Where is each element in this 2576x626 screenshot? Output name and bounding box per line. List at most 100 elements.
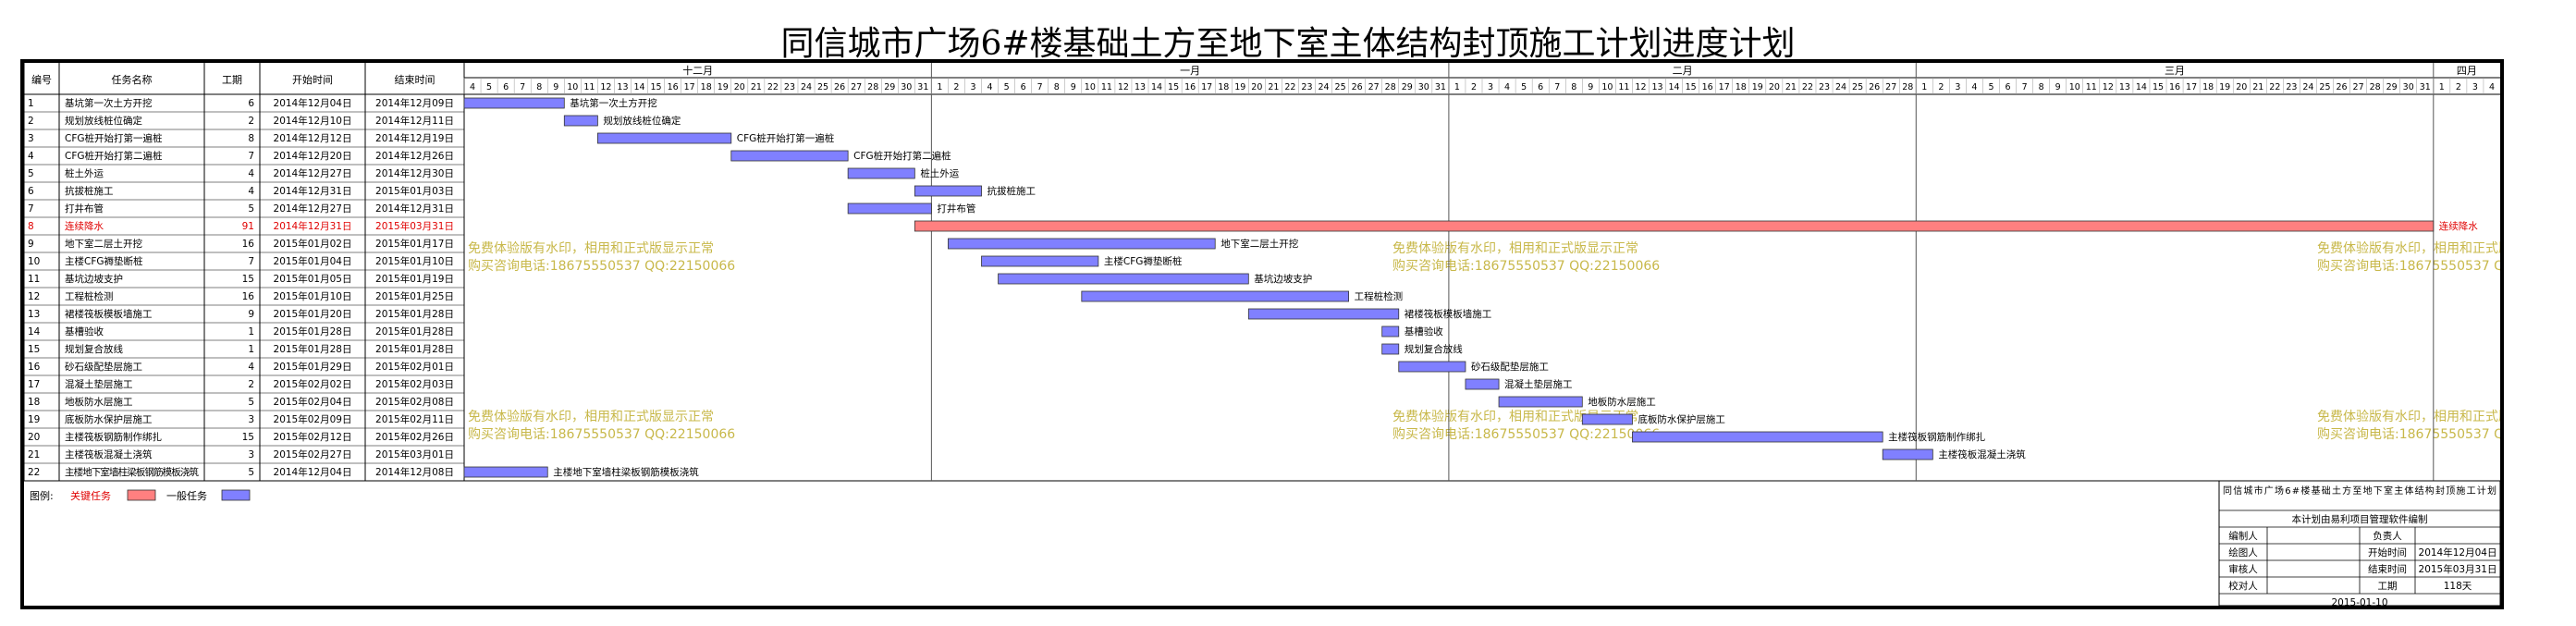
task-bar — [1381, 343, 1400, 355]
task-end: 2015年03月01日 — [375, 448, 454, 460]
day-label: 7 — [520, 82, 525, 92]
task-end: 2015年02月11日 — [375, 413, 454, 425]
task-bar — [1398, 361, 1466, 373]
task-bar-label: 底板防水保护层施工 — [1638, 413, 1725, 425]
info-key: 校对人 — [2228, 580, 2258, 592]
day-label: 1 — [937, 82, 942, 92]
day-label: 30 — [1418, 82, 1429, 92]
day-label: 19 — [718, 82, 729, 92]
day-label: 14 — [1151, 82, 1162, 92]
task-end: 2015年02月08日 — [375, 396, 454, 408]
day-label: 19 — [1752, 82, 1763, 92]
task-start: 2014年12月31日 — [274, 185, 352, 197]
task-end: 2015年01月28日 — [375, 343, 454, 355]
task-end: 2014年12月26日 — [375, 150, 454, 162]
day-label: 10 — [2069, 82, 2080, 92]
task-bar-label: 主楼筏板钢筋制作绑扎 — [1888, 431, 1985, 443]
watermark-text: 免费体验版有水印，相用和正式版显示正常 — [2317, 410, 2500, 424]
day-label: 26 — [2336, 82, 2347, 92]
day-label: 6 — [1021, 82, 1026, 92]
task-start: 2014年12月10日 — [274, 115, 352, 127]
task-name: 裙楼筏板模板墙施工 — [65, 308, 153, 320]
task-duration: 7 — [248, 151, 254, 162]
day-label: 20 — [1769, 82, 1780, 92]
task-id: 12 — [28, 291, 40, 302]
day-label: 6 — [503, 82, 509, 92]
task-id: 2 — [28, 116, 34, 127]
day-label: 28 — [1902, 82, 1913, 92]
day-label: 18 — [1218, 82, 1229, 92]
task-id: 22 — [28, 467, 40, 478]
task-name: 基坑边坡支护 — [65, 273, 123, 285]
header-name: 任务名称 — [112, 73, 153, 86]
day-label: 22 — [1802, 82, 1813, 92]
day-label: 15 — [1168, 82, 1179, 92]
task-start: 2014年12月12日 — [274, 132, 352, 144]
day-label: 1 — [2439, 82, 2445, 92]
watermark-text: 购买咨询电话:18675550537 QQ:22150066 — [2317, 427, 2500, 442]
month-label: 四月 — [2457, 65, 2477, 77]
day-label: 27 — [2353, 82, 2364, 92]
day-label: 31 — [917, 82, 928, 92]
day-label: 7 — [1037, 82, 1043, 92]
task-end: 2015年01月28日 — [375, 325, 454, 338]
task-bar — [1498, 396, 1583, 408]
task-start: 2015年02月27日 — [274, 448, 352, 460]
task-end: 2015年03月31日 — [375, 220, 454, 232]
day-label: 25 — [2319, 82, 2330, 92]
task-id: 16 — [28, 362, 41, 373]
day-label: 9 — [553, 82, 558, 92]
info-value: 118天 — [2444, 581, 2472, 592]
task-bar — [1632, 431, 1883, 443]
task-duration: 15 — [242, 432, 254, 443]
task-name: 工程桩检测 — [65, 290, 114, 302]
task-bar — [847, 203, 932, 215]
day-label: 12 — [1635, 82, 1646, 92]
day-label: 25 — [1852, 82, 1863, 92]
task-bar-label: 砂石级配垫层施工 — [1471, 361, 1549, 373]
info-key: 工期 — [2378, 581, 2398, 592]
day-label: 3 — [970, 82, 975, 92]
day-label: 21 — [751, 82, 762, 92]
day-label: 30 — [901, 82, 912, 92]
day-label: 19 — [2219, 82, 2230, 92]
legend-critical-swatch — [127, 489, 156, 501]
task-bar-label: 打井布管 — [937, 203, 975, 215]
task-bar — [596, 132, 732, 144]
day-label: 19 — [1234, 82, 1245, 92]
task-duration: 5 — [248, 397, 254, 408]
task-name: 主楼筏板钢筋制作绑扎 — [65, 431, 162, 443]
legend-label: 图例: — [30, 489, 54, 502]
task-bar-label: 主楼CFG褥垫断桩 — [1104, 255, 1183, 267]
task-bar-label: 桩土外运 — [920, 167, 959, 179]
legend-critical-label: 关键任务 — [70, 489, 111, 502]
day-label: 21 — [1268, 82, 1279, 92]
day-label: 8 — [536, 82, 542, 92]
task-id: 11 — [28, 274, 40, 285]
task-duration: 4 — [248, 168, 254, 179]
day-label: 27 — [1885, 82, 1896, 92]
info-software: 本计划由易利项目管理软件编制 — [2292, 513, 2428, 525]
day-label: 2 — [1471, 82, 1477, 92]
day-label: 26 — [1869, 82, 1880, 92]
task-id: 6 — [28, 186, 34, 197]
watermark-text: 购买咨询电话:18675550537 QQ:22150066 — [468, 259, 735, 274]
day-label: 4 — [987, 82, 993, 92]
task-bar-label: 抗拔桩施工 — [987, 185, 1037, 197]
day-label: 24 — [801, 82, 812, 92]
day-label: 14 — [633, 82, 644, 92]
day-label: 12 — [1118, 82, 1129, 92]
task-id: 9 — [28, 239, 34, 250]
day-label: 11 — [583, 82, 595, 92]
task-bar — [563, 115, 598, 127]
info-value: 2015年03月31日 — [2419, 563, 2497, 575]
task-name: 打井布管 — [65, 203, 104, 215]
task-bar-label: 规划复合放线 — [1405, 343, 1463, 355]
day-label: 23 — [1301, 82, 1312, 92]
task-end: 2015年02月26日 — [375, 431, 454, 443]
task-duration: 6 — [248, 98, 254, 109]
day-label: 21 — [2252, 82, 2263, 92]
day-label: 27 — [1368, 82, 1380, 92]
day-label: 20 — [2236, 82, 2247, 92]
task-end: 2014年12月31日 — [375, 203, 454, 215]
